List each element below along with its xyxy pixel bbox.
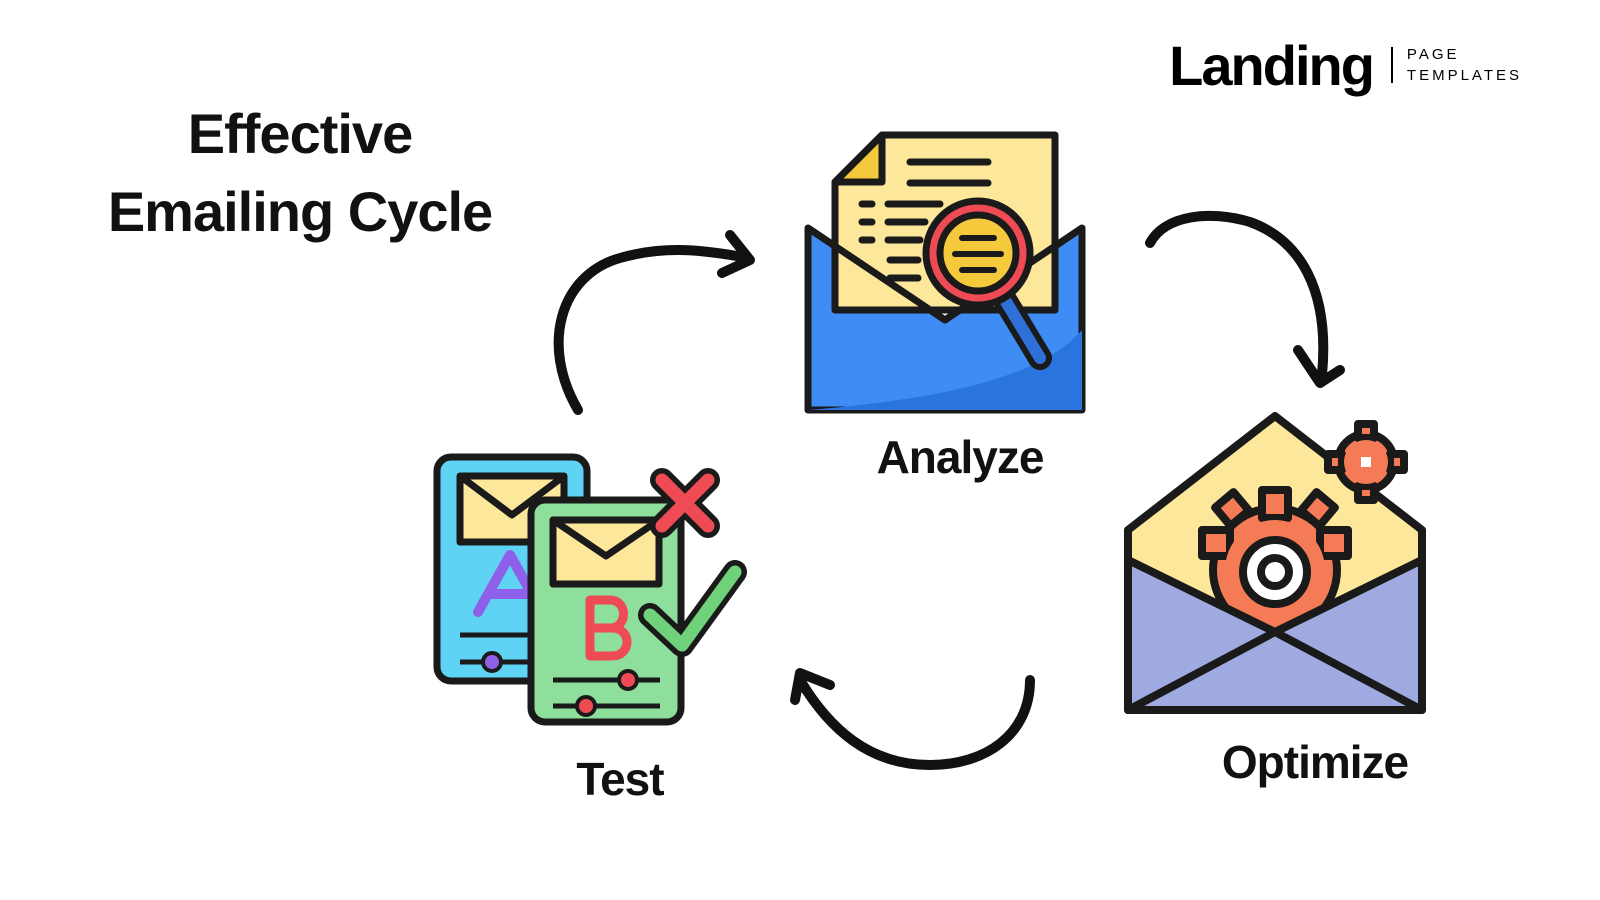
step-label-optimize: Optimize [1221,736,1409,788]
envelope-gears-icon [1124,412,1426,714]
logo-wordmark: Landing [1169,33,1375,97]
accept-check-icon [638,560,747,657]
step-label-analyze: Analyze [876,431,1045,483]
title-line-1: Effective [187,102,413,165]
logo-subtitle-line-2: TEMPLATES [1406,67,1522,84]
cycle-arrow-optimize-to-test [790,668,1035,770]
small-gear-icon [1324,420,1408,504]
step-label-test: Test [576,753,664,805]
brand-logo: Landing PAGE TEMPLATES [1169,30,1522,100]
envelope-document-magnifier-icon [804,131,1086,414]
variant-b-card [527,496,685,726]
reject-x-icon [650,468,720,538]
logo-divider [1390,47,1393,83]
cycle-arrow-analyze-to-optimize [1145,210,1345,388]
logo-subtitle-line-1: PAGE [1406,46,1460,63]
logo-subtitle: PAGE TEMPLATES [1407,44,1522,86]
large-gear-icon [1198,486,1352,636]
cycle-arrow-test-to-analyze [553,230,755,415]
diagram-title: Effective Emailing Cycle [70,95,530,251]
title-line-2: Emailing Cycle [107,180,493,243]
ab-test-email-icon [433,453,747,726]
